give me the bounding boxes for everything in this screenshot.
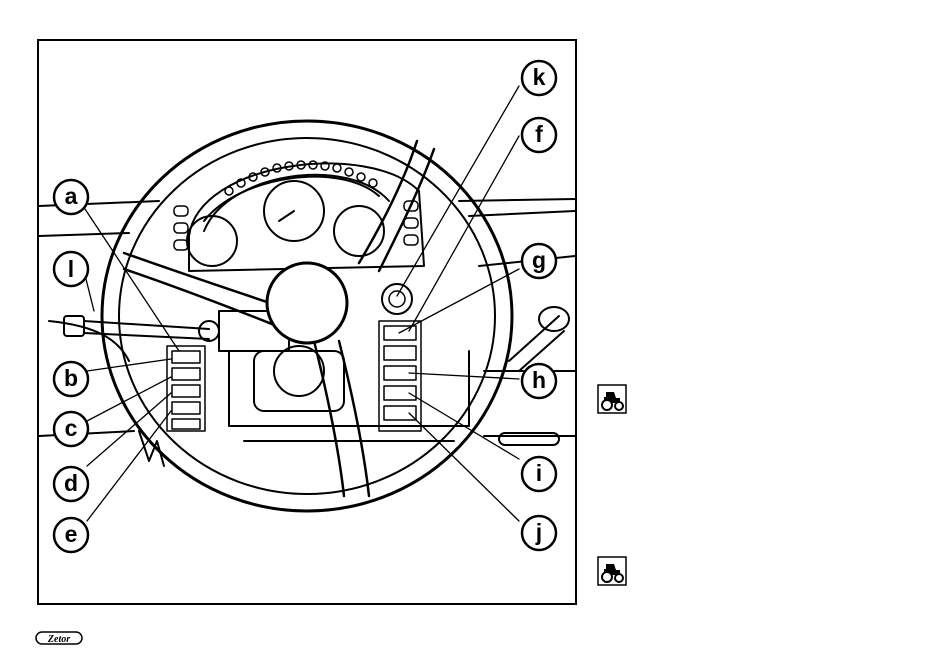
- callout-label-h: h: [532, 367, 546, 393]
- callout-label-c: c: [65, 415, 78, 441]
- callout-label-b: b: [64, 365, 78, 391]
- callout-label-a: a: [65, 183, 78, 209]
- callout-label-k: k: [533, 64, 546, 90]
- tractor-icon: [597, 384, 627, 414]
- callout-label-f: f: [535, 121, 543, 147]
- dashboard-illustration: a l b c d e k f g h i j: [37, 39, 577, 605]
- callout-label-i: i: [536, 460, 542, 486]
- steering-wheel-drawing: a l b c d e k f g h i j: [39, 41, 575, 603]
- callout-label-d: d: [64, 470, 78, 496]
- logo-text: Zetor: [47, 634, 70, 645]
- callout-label-j: j: [535, 519, 542, 545]
- zetor-logo: Zetor: [35, 630, 83, 646]
- callout-label-l: l: [68, 256, 74, 282]
- callout-label-g: g: [532, 247, 546, 273]
- tractor-icon: [597, 556, 627, 586]
- callout-label-e: e: [65, 521, 78, 547]
